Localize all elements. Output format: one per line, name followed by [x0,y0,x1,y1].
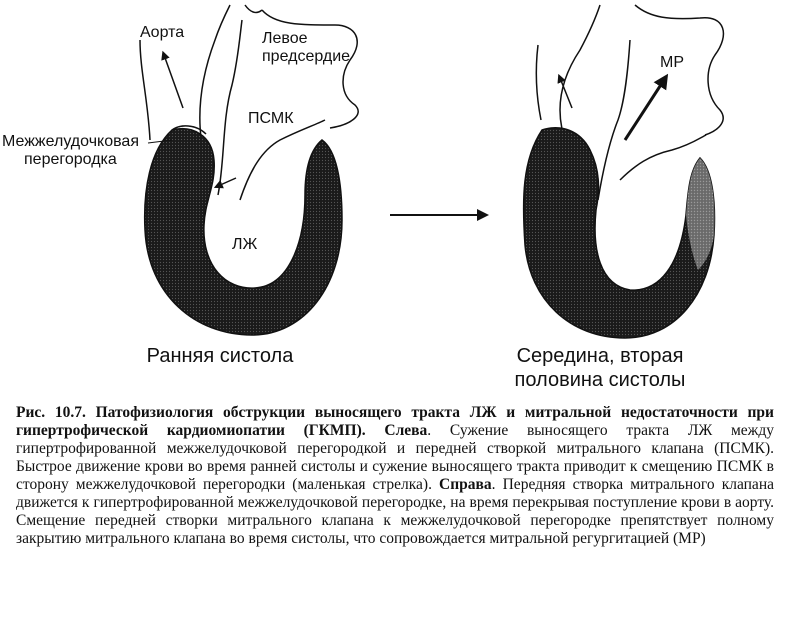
caption-left-text: . Сужение выносящего тракта ЛЖ между гип… [16,422,775,493]
septum-label-line2: перегородка [24,151,117,168]
left-atrium-label-line2: предсердие [262,48,351,65]
caption-right-text: . Передняя створка митрального клапана д… [16,476,774,547]
mr-label: МР [660,54,684,71]
right-panel-title-line2: половина систолы [514,369,686,391]
figure-drawing [139,4,725,339]
left-atrium-label-line1: Левое [262,30,308,47]
left-heart [139,4,359,336]
right-panel-title-line1: Середина, вторая [516,345,684,367]
caption-right-marker: Справа [439,476,492,493]
caption-left-marker: Слева [384,422,428,439]
figure-caption: Рис. 10.7. Патофизиология обструкции вын… [16,404,774,548]
aorta-label: Аорта [140,24,185,41]
right-ventricle-wall [522,127,716,339]
left-aorta-outline [139,39,151,141]
lv-label: ЛЖ [232,236,258,253]
left-panel-title: Ранняя систола [146,345,294,367]
psmk-label: ПСМК [248,110,294,127]
figure: Аорта Левое предсердие ПСМК Межжелудочко… [2,4,725,391]
right-heart [522,4,725,339]
septum-label-line1: Межжелудочковая [2,133,139,150]
left-ventricle-wall [143,128,343,336]
caption-heading: Рис. 10.7. Патофизиология обструкции вын… [16,404,774,439]
